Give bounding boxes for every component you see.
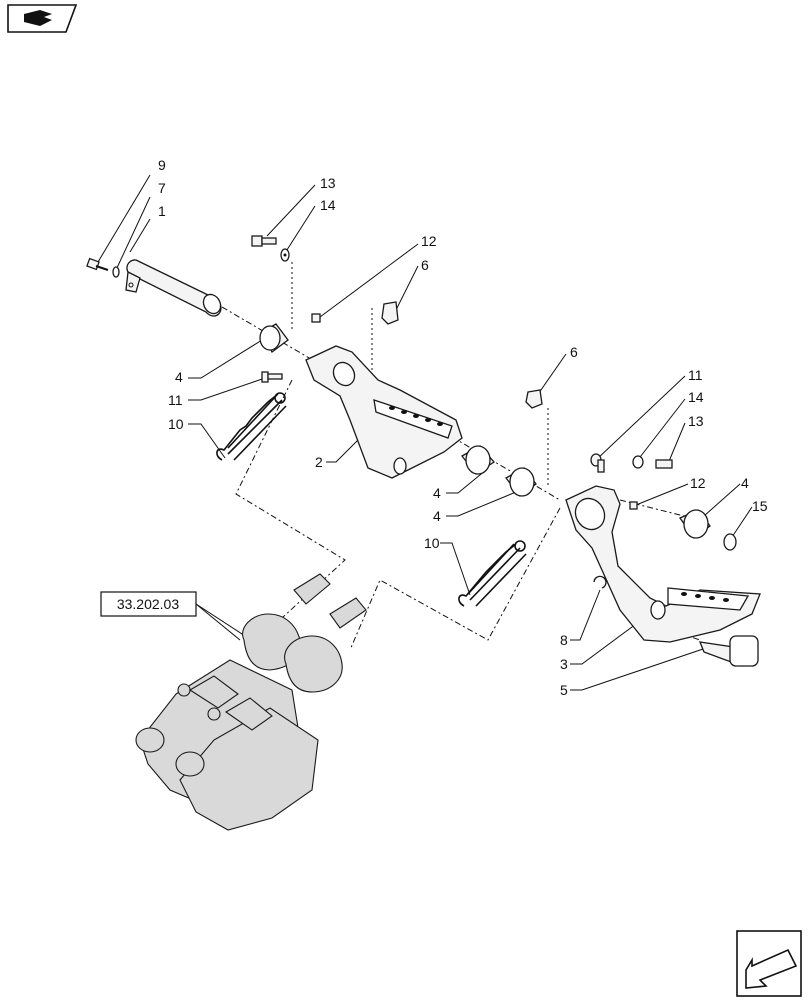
bushing-4-right-c [679, 509, 711, 539]
nut-12-right [629, 501, 638, 510]
callout-2: 2 [315, 454, 323, 470]
spring-10-left [216, 392, 287, 461]
pedal-3 [565, 485, 761, 643]
bolt-13-right [655, 459, 673, 469]
reference-label: 33.202.03 [117, 596, 179, 612]
callout-11: 11 [688, 367, 703, 383]
callout-10: 10 [424, 535, 440, 551]
callout-4: 4 [433, 485, 441, 501]
pin-11-right [590, 453, 605, 473]
washer-14-left [280, 248, 290, 262]
callout-14: 14 [688, 389, 704, 405]
spring-10-right [458, 540, 527, 607]
right-pedal-assembly [458, 389, 761, 667]
callout-3: 3 [560, 656, 568, 672]
left-pedal-assembly [86, 235, 463, 479]
callout-10: 10 [168, 416, 184, 432]
callout-13: 13 [688, 413, 704, 429]
callout-1: 1 [158, 203, 166, 219]
washer-14-right [632, 455, 644, 469]
callout-6: 6 [570, 344, 578, 360]
callout-13: 13 [320, 175, 336, 191]
bushing-4-right-a [461, 445, 495, 475]
callout-11: 11 [168, 392, 183, 408]
washer-7 [112, 266, 120, 278]
pedal-2 [305, 345, 463, 479]
master-cylinder-assembly [135, 573, 367, 831]
bellows [242, 613, 343, 693]
circlip-15 [723, 533, 737, 551]
part-book-icon[interactable] [7, 4, 78, 33]
clip-8 [593, 575, 607, 589]
callout-12: 12 [690, 475, 706, 491]
reference-box[interactable]: 33.202.03 [100, 591, 197, 617]
pedal-shaft [125, 259, 222, 317]
bushing-4-right-b [505, 467, 537, 497]
callout-4: 4 [741, 475, 749, 491]
callout-5: 5 [560, 682, 568, 698]
callout-7: 7 [158, 180, 166, 196]
pin-5 [698, 635, 759, 667]
clip-6-right [525, 389, 543, 409]
callout-4: 4 [175, 369, 183, 385]
next-page-arrow-icon[interactable] [736, 930, 802, 997]
callout-9: 9 [158, 157, 166, 173]
callout-14: 14 [320, 197, 336, 213]
nut-12-left [311, 313, 321, 323]
callouts: 9 7 1 13 14 12 6 4 11 10 2 6 11 14 13 4 … [158, 157, 768, 698]
callout-8: 8 [560, 632, 568, 648]
callout-12: 12 [421, 233, 437, 249]
bolt-9 [86, 257, 109, 271]
bolt-13-left [251, 235, 277, 247]
callout-4: 4 [433, 508, 441, 524]
clip-6-left [381, 301, 399, 325]
pin-11-left [261, 371, 283, 383]
callout-15: 15 [752, 498, 768, 514]
bushing-4-left [259, 323, 289, 353]
callout-6: 6 [421, 257, 429, 273]
